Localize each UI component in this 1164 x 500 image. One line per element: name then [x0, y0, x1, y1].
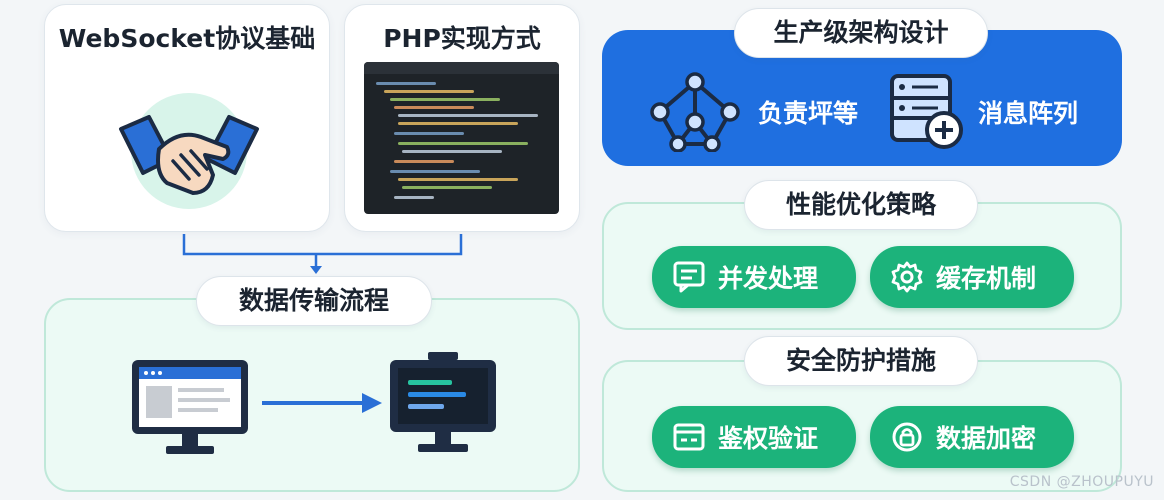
- cache-button[interactable]: 缓存机制: [870, 246, 1074, 308]
- code-editor-icon: [364, 62, 559, 214]
- auth-button[interactable]: 鉴权验证: [652, 406, 856, 468]
- encryption-label: 数据加密: [936, 424, 1037, 453]
- production-title: 生产级架构设计: [734, 8, 988, 58]
- chat-icon: [673, 261, 705, 293]
- server-add-icon: [890, 74, 963, 149]
- arrow-icon: [262, 393, 382, 413]
- security-title: 安全防护措施: [744, 336, 978, 386]
- performance-title: 性能优化策略: [744, 180, 978, 230]
- gear-icon: [891, 261, 923, 293]
- lock-icon: [892, 422, 922, 452]
- php-title: PHP实现方式: [383, 24, 541, 53]
- load-balance-label: 负责坪等: [758, 99, 859, 128]
- concurrency-label: 并发处理: [718, 264, 819, 293]
- handshake-icon: [119, 93, 259, 209]
- concurrency-button[interactable]: 并发处理: [652, 246, 856, 308]
- flow-title: 数据传输流程: [196, 276, 432, 326]
- encryption-button[interactable]: 数据加密: [870, 406, 1074, 468]
- network-icon: [650, 72, 740, 152]
- auth-label: 鉴权验证: [718, 424, 819, 453]
- websocket-card: WebSocket协议基础: [44, 4, 330, 232]
- message-queue-label: 消息阵列: [978, 99, 1079, 128]
- cache-label: 缓存机制: [936, 264, 1037, 293]
- watermark: CSDN @ZHOUPUYU: [1009, 474, 1154, 490]
- id-card-icon: [673, 423, 705, 451]
- server-monitor-icon: [390, 352, 496, 452]
- client-monitor-icon: [132, 360, 248, 454]
- websocket-title: WebSocket协议基础: [58, 24, 316, 53]
